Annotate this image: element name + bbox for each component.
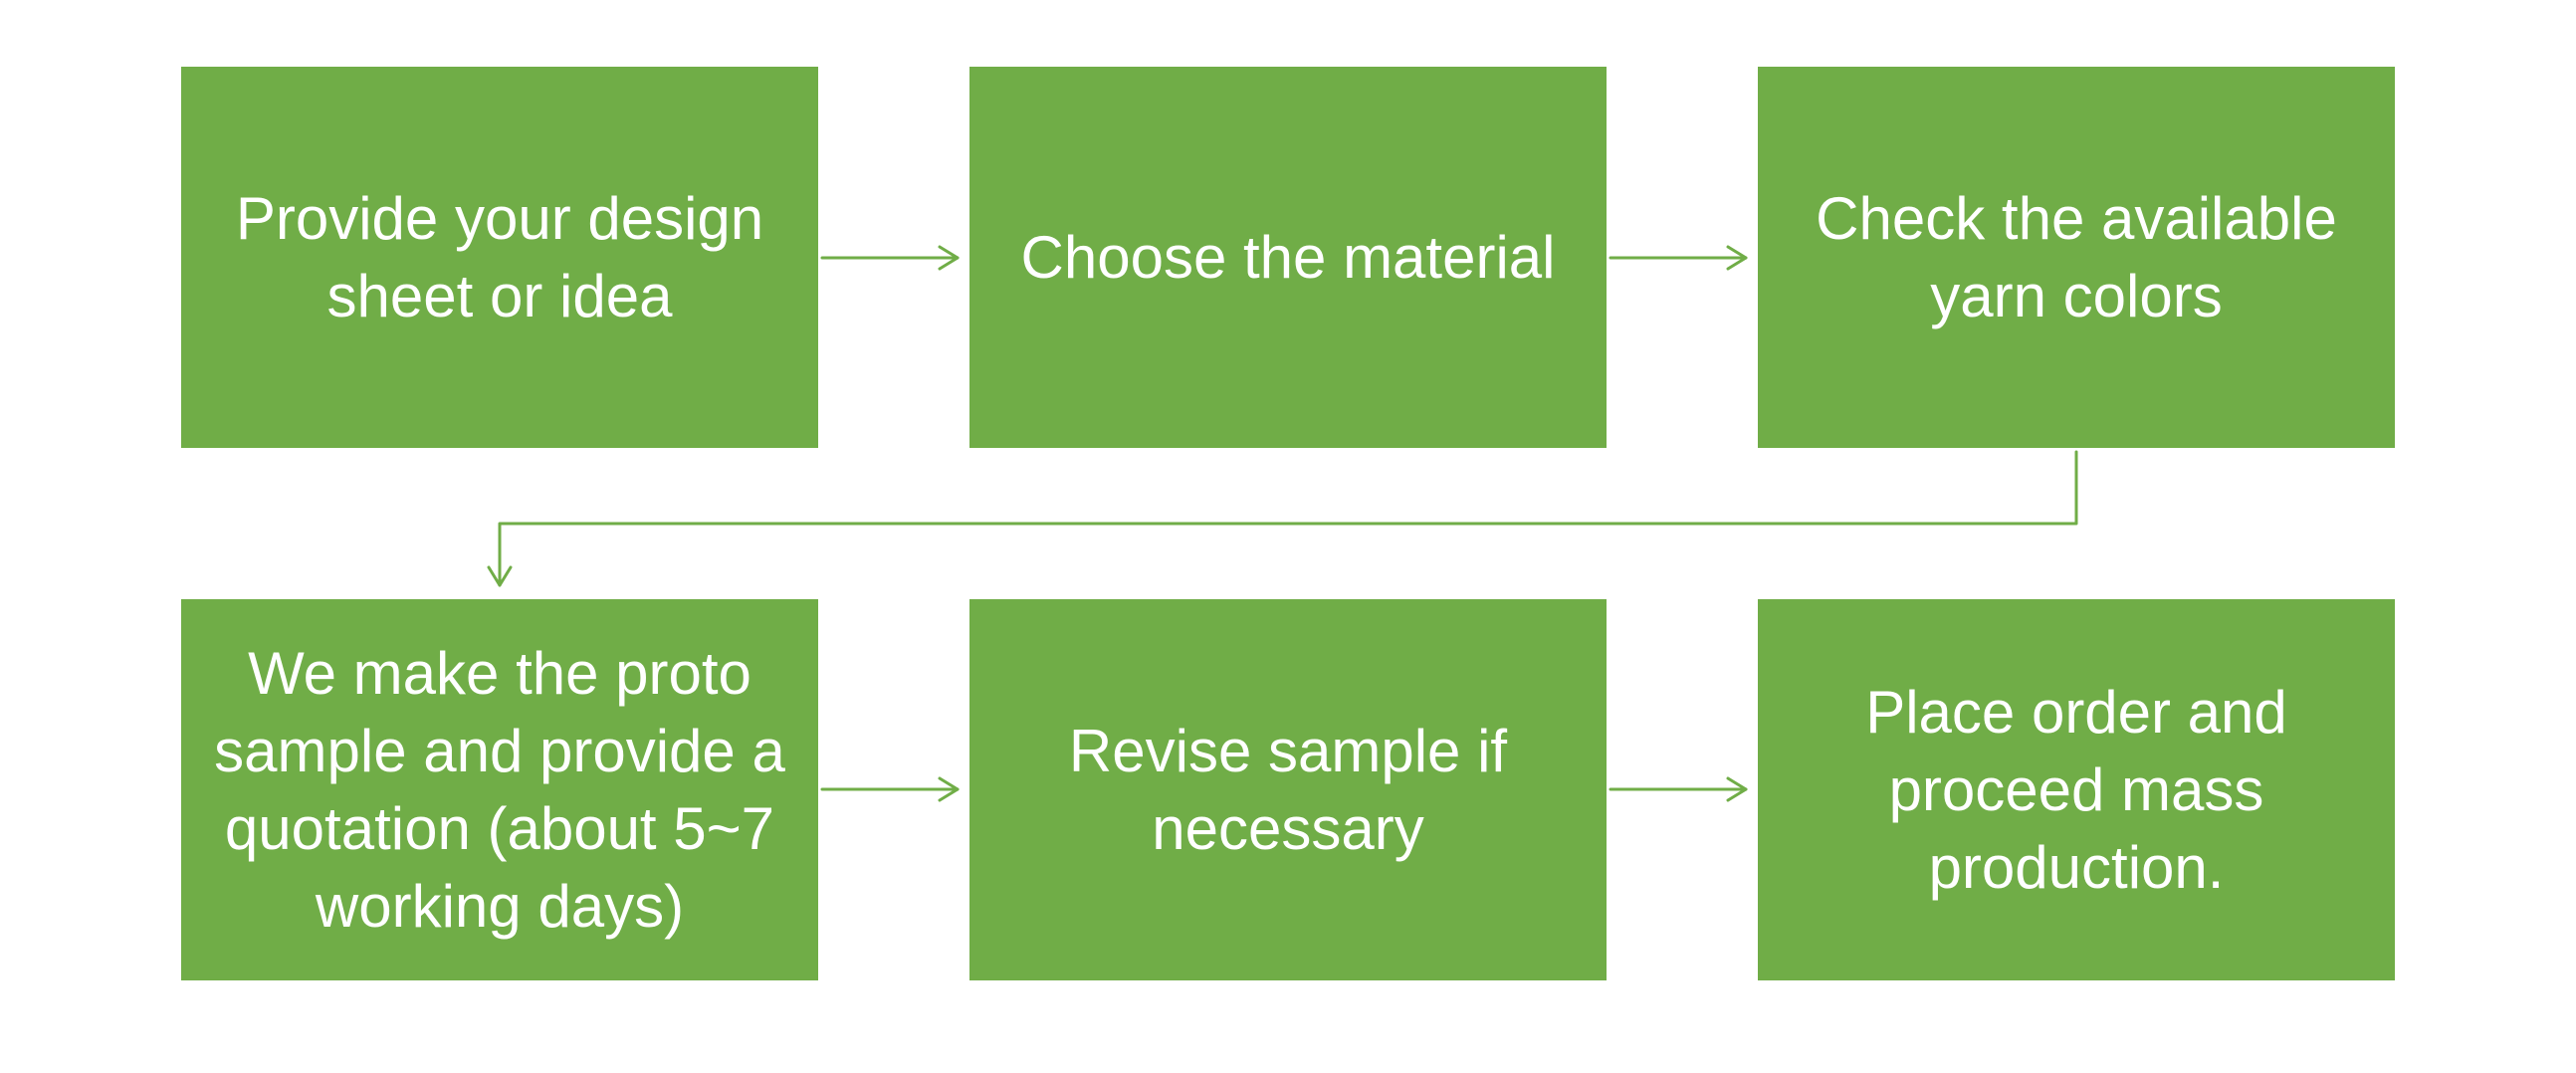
step-box-place-order: Place order and proceed mass production. [1758,599,2395,980]
step-box-choose-material: Choose the material [969,67,1607,448]
arrow-step4-to-step5 [820,776,960,802]
arrow-step1-to-step2 [820,245,960,271]
step-label: Choose the material [1020,223,1556,291]
step-box-design-sheet: Provide your design sheet or idea [181,67,818,448]
step-label: Revise sample if necessary [1068,717,1508,862]
arrow-step5-to-step6 [1609,776,1748,802]
step-label: We make the proto sample and provide a q… [214,639,785,940]
step-box-revise-sample: Revise sample if necessary [969,599,1607,980]
step-box-yarn-colors: Check the available yarn colors [1758,67,2395,448]
step-label: Check the available yarn colors [1816,184,2337,329]
step-label: Place order and proceed mass production. [1865,678,2287,901]
arrow-step3-to-step4 [487,450,2078,587]
arrow-step2-to-step3 [1609,245,1748,271]
step-label: Provide your design sheet or idea [235,184,764,329]
step-box-proto-sample: We make the proto sample and provide a q… [181,599,818,980]
